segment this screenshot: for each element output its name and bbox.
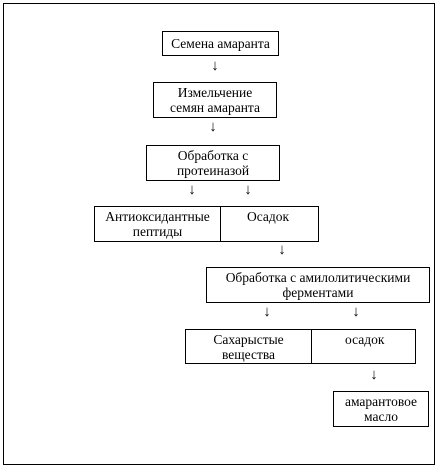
node-label: Обработка с протеиназой [176, 148, 250, 178]
node-protease-treatment: Обработка с протеиназой [146, 145, 280, 181]
diagram-frame [3, 3, 435, 465]
node-label: осадок [345, 332, 385, 347]
arrow-down-icon: ↓ [263, 304, 271, 320]
node-label: амарантовое масло [344, 394, 418, 424]
node-amylolytic-treatment: Обработка с амилолитическими ферментами [206, 267, 430, 303]
node-antioxidant-peptides: Антиоксидантные пептиды [95, 207, 221, 241]
node-split-peptides-sediment: Антиоксидантные пептиды Осадок [94, 206, 319, 242]
node-label: Антиоксидантные пептиды [105, 209, 210, 239]
node-sediment: Осадок [221, 207, 318, 241]
node-residue: осадок [312, 330, 415, 363]
arrow-down-icon: ↓ [278, 242, 286, 258]
arrow-down-icon: ↓ [188, 182, 196, 198]
node-label: Измельчение семян амаранта [170, 85, 260, 115]
arrow-down-icon: ↓ [370, 367, 378, 383]
arrow-down-icon: ↓ [244, 182, 252, 198]
node-label: Семена амаранта [171, 36, 270, 51]
node-label: Сахарыстые вещества [213, 331, 284, 362]
node-grinding: Измельчение семян амаранта [153, 82, 277, 118]
node-label: Обработка с амилолитическими ферментами [225, 270, 411, 300]
node-amaranth-oil: амарантовое масло [333, 391, 429, 427]
node-split-sugars-sediment: Сахарыстые вещества осадок [185, 329, 416, 364]
node-sugary-substances: Сахарыстые вещества [186, 330, 312, 363]
node-amaranth-seeds: Семена амаранта [162, 31, 279, 56]
arrow-down-icon: ↓ [209, 119, 217, 135]
node-label: Осадок [247, 209, 290, 224]
arrow-down-icon: ↓ [352, 304, 360, 320]
arrow-down-icon: ↓ [211, 58, 219, 74]
